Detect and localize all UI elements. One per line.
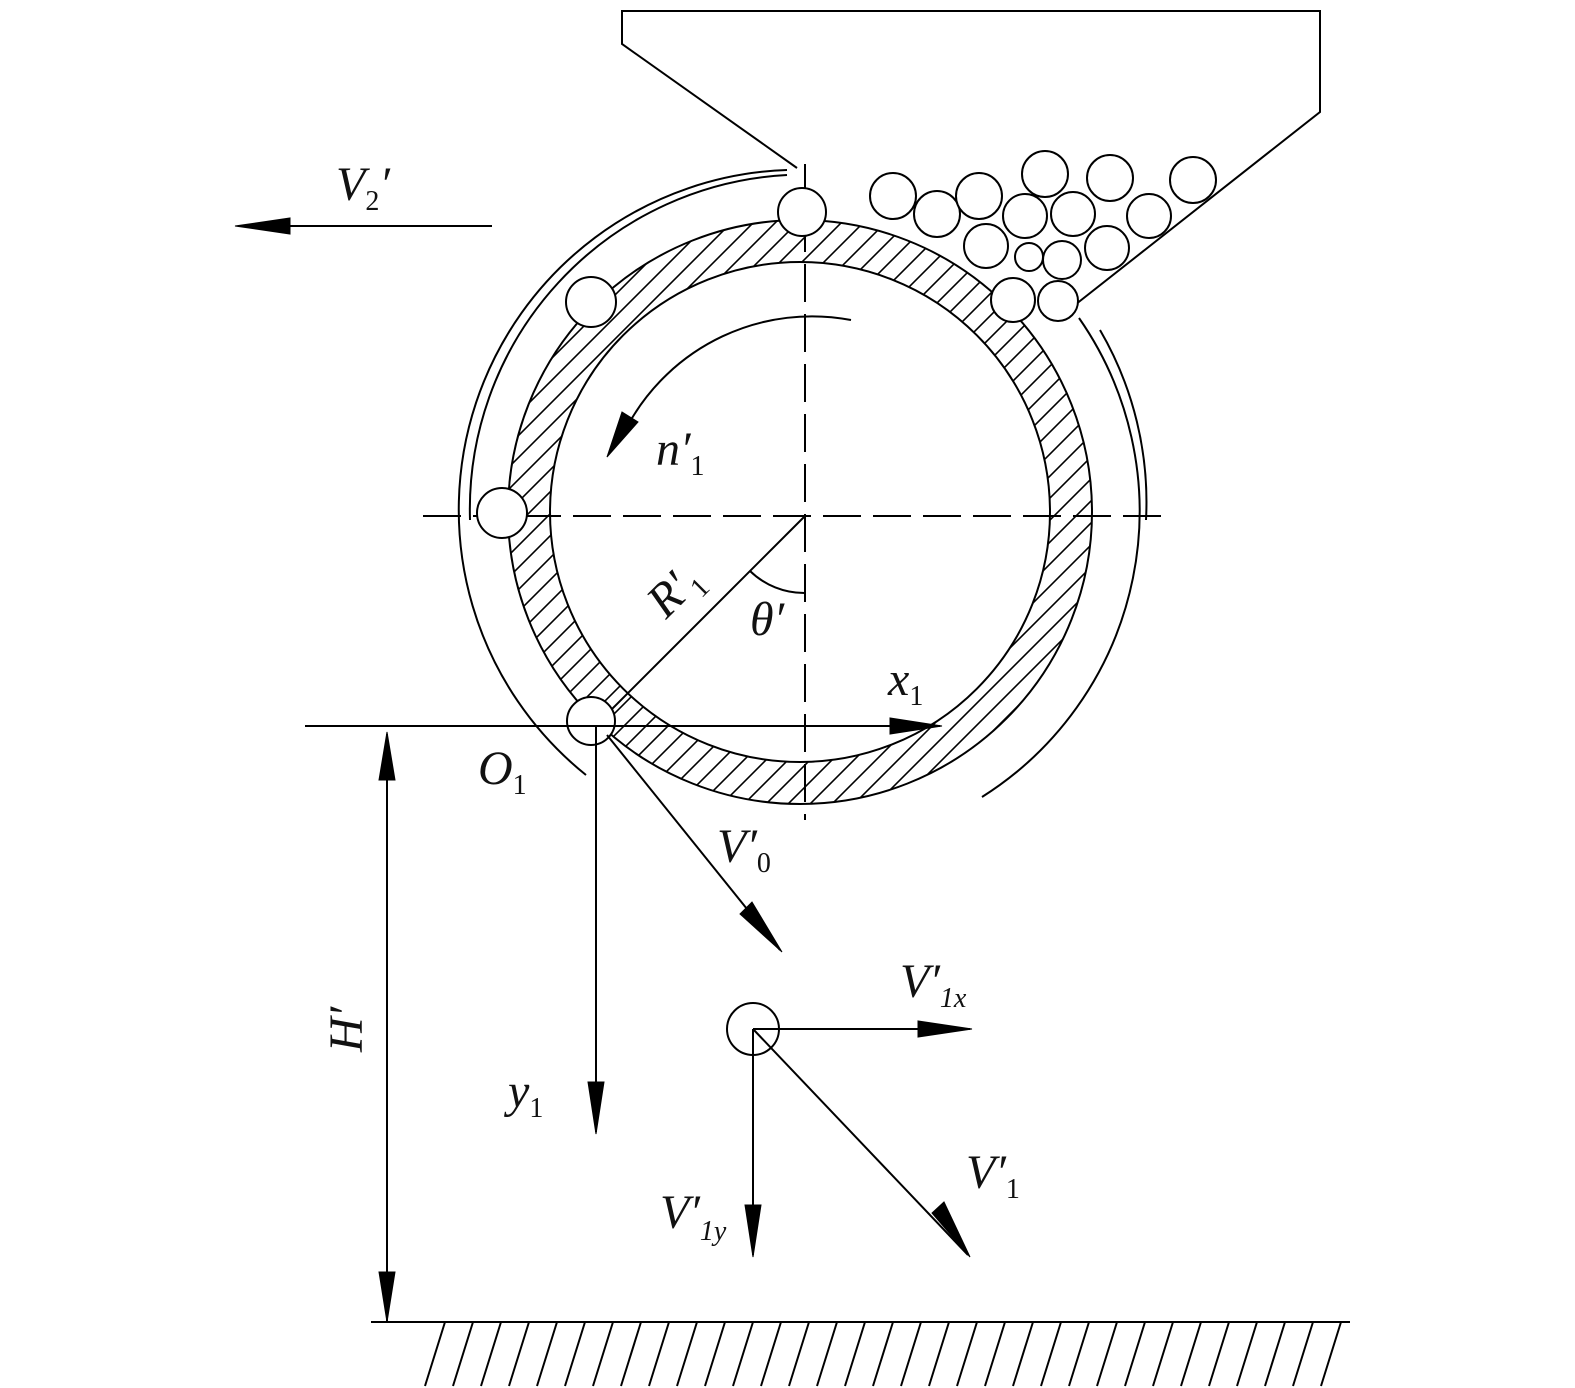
ground-hatching xyxy=(424,1321,1342,1387)
label-v0: V′0 xyxy=(717,820,771,879)
y1-axis xyxy=(587,726,605,1135)
v1-arrow xyxy=(752,1028,971,1258)
v1x-arrow xyxy=(753,1020,973,1038)
label-n1: n′1 xyxy=(656,423,705,482)
seed-ball xyxy=(777,187,827,237)
outer-guard-shell xyxy=(457,169,1148,798)
seed-hopper xyxy=(621,10,1321,313)
label-v1y: V′1y xyxy=(660,1186,727,1247)
drum-hatching xyxy=(507,220,1092,804)
center-lines xyxy=(423,164,1170,820)
seed-ball xyxy=(566,696,616,746)
ground-line xyxy=(424,1321,1350,1387)
label-theta: θ′ xyxy=(750,593,786,646)
v2-arrow xyxy=(234,217,492,235)
seed-pile xyxy=(869,150,1217,323)
seed-ball xyxy=(476,487,528,539)
seed-ball xyxy=(565,276,617,328)
label-v1: V′1 xyxy=(966,1146,1020,1205)
h-dimension xyxy=(371,731,425,1323)
label-h: H′ xyxy=(320,1005,373,1053)
v0-arrow xyxy=(606,734,783,953)
metering-drum-ring xyxy=(507,219,1093,805)
radius-line xyxy=(595,515,806,726)
label-o1: O1 xyxy=(478,742,527,801)
label-x1: x1 xyxy=(887,653,923,712)
label-y1: y1 xyxy=(503,1065,543,1124)
v1y-arrow xyxy=(744,1029,762,1258)
seed-balls xyxy=(476,150,1217,1056)
x1-axis xyxy=(305,717,943,735)
label-v1x: V′1x xyxy=(900,955,967,1014)
rotation-arrow xyxy=(606,315,852,458)
label-r1: R′1 xyxy=(636,552,716,632)
label-v2: V2′ xyxy=(336,158,391,217)
